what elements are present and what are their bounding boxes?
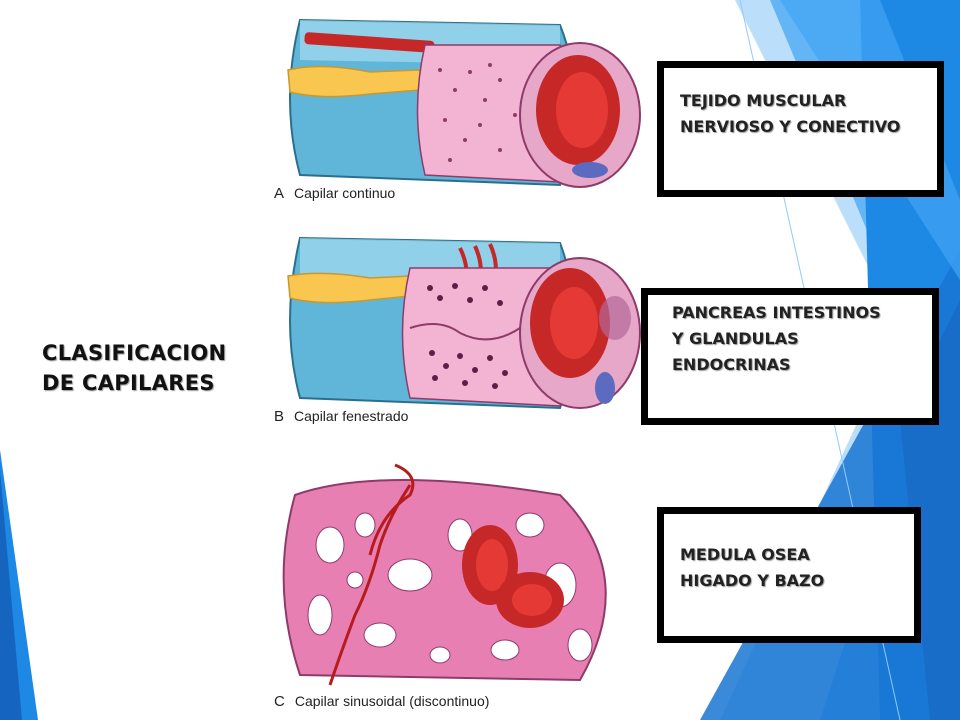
capillary-fenestrated-illustration [287, 236, 641, 410]
caption-text: Capilar continuo [294, 185, 396, 201]
info-box-sinusoidal [657, 507, 921, 643]
info-line: PANCREAS INTESTINOS [672, 303, 881, 322]
capillary-sinusoidal-illustration [282, 463, 607, 686]
caption-text: Capilar fenestrado [294, 408, 409, 424]
figure-capillary-sinusoidal: C Capilar sinusoidal (discontinuo) [260, 455, 660, 717]
caption-text: Capilar sinusoidal (discontinuo) [294, 693, 490, 709]
info-box-sinusoidal-text: MEDULA OSEA HIGADO Y BAZO [680, 542, 824, 594]
caption-letter: A [274, 185, 285, 202]
info-line: TEJIDO MUSCULAR [680, 91, 847, 110]
info-line: ENDOCRINAS [672, 355, 791, 374]
slide-title: CLASIFICACION DE CAPILARES [42, 341, 227, 395]
info-line: HIGADO Y BAZO [680, 571, 825, 590]
figure-capillary-continuous: A Capilar continuo [260, 10, 660, 215]
caption-c: C Capilar sinusoidal (discontinuo) [274, 693, 489, 710]
info-box-continuous-text: TEJIDO MUSCULAR NERVIOSO Y CONECTIVO [680, 88, 900, 140]
info-box-fenestrated [641, 288, 939, 425]
info-line: Y GLANDULAS [672, 329, 799, 348]
figure-capillary-fenestrated: B Capilar fenestrado [260, 228, 660, 438]
caption-a: A Capilar continuo [274, 185, 395, 202]
info-box-continuous [657, 61, 944, 197]
caption-b: B Capilar fenestrado [274, 408, 408, 425]
caption-letter: C [274, 693, 285, 710]
info-box-fenestrated-text: PANCREAS INTESTINOS Y GLANDULAS ENDOCRIN… [672, 300, 881, 378]
info-line: MEDULA OSEA [680, 545, 810, 564]
capillary-continuous-illustration [287, 18, 641, 188]
info-line: NERVIOSO Y CONECTIVO [680, 117, 901, 136]
caption-letter: B [274, 408, 285, 425]
